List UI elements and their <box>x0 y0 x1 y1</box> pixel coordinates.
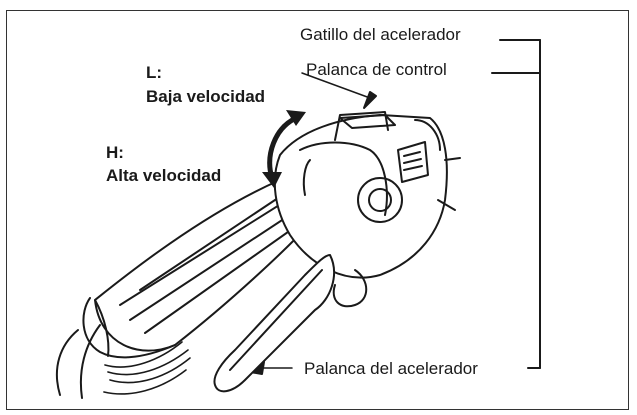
low-speed-label: Baja velocidad <box>146 87 266 106</box>
speed-double-arrow <box>267 115 299 181</box>
spring <box>103 341 191 395</box>
switch-housing <box>273 111 461 279</box>
throttle-lever-shape <box>213 254 368 393</box>
throttle-trigger-label: Gatillo del acelerador <box>300 25 461 44</box>
high-speed-label: Alta velocidad <box>106 166 222 185</box>
handlebar-tube <box>55 324 101 399</box>
callout-bracket <box>491 39 541 369</box>
arrowhead-up <box>286 110 306 126</box>
high-speed-code: H: <box>106 143 124 162</box>
control-lever-label: Palanca de control <box>306 60 447 79</box>
leader-lines <box>261 72 371 369</box>
low-speed-code: L: <box>146 63 163 82</box>
arrowhead-down <box>262 172 282 188</box>
grip-rubber <box>82 179 331 359</box>
leader-arrowhead-control <box>363 91 377 109</box>
throttle-lever-label: Palanca del acelerador <box>304 359 478 378</box>
